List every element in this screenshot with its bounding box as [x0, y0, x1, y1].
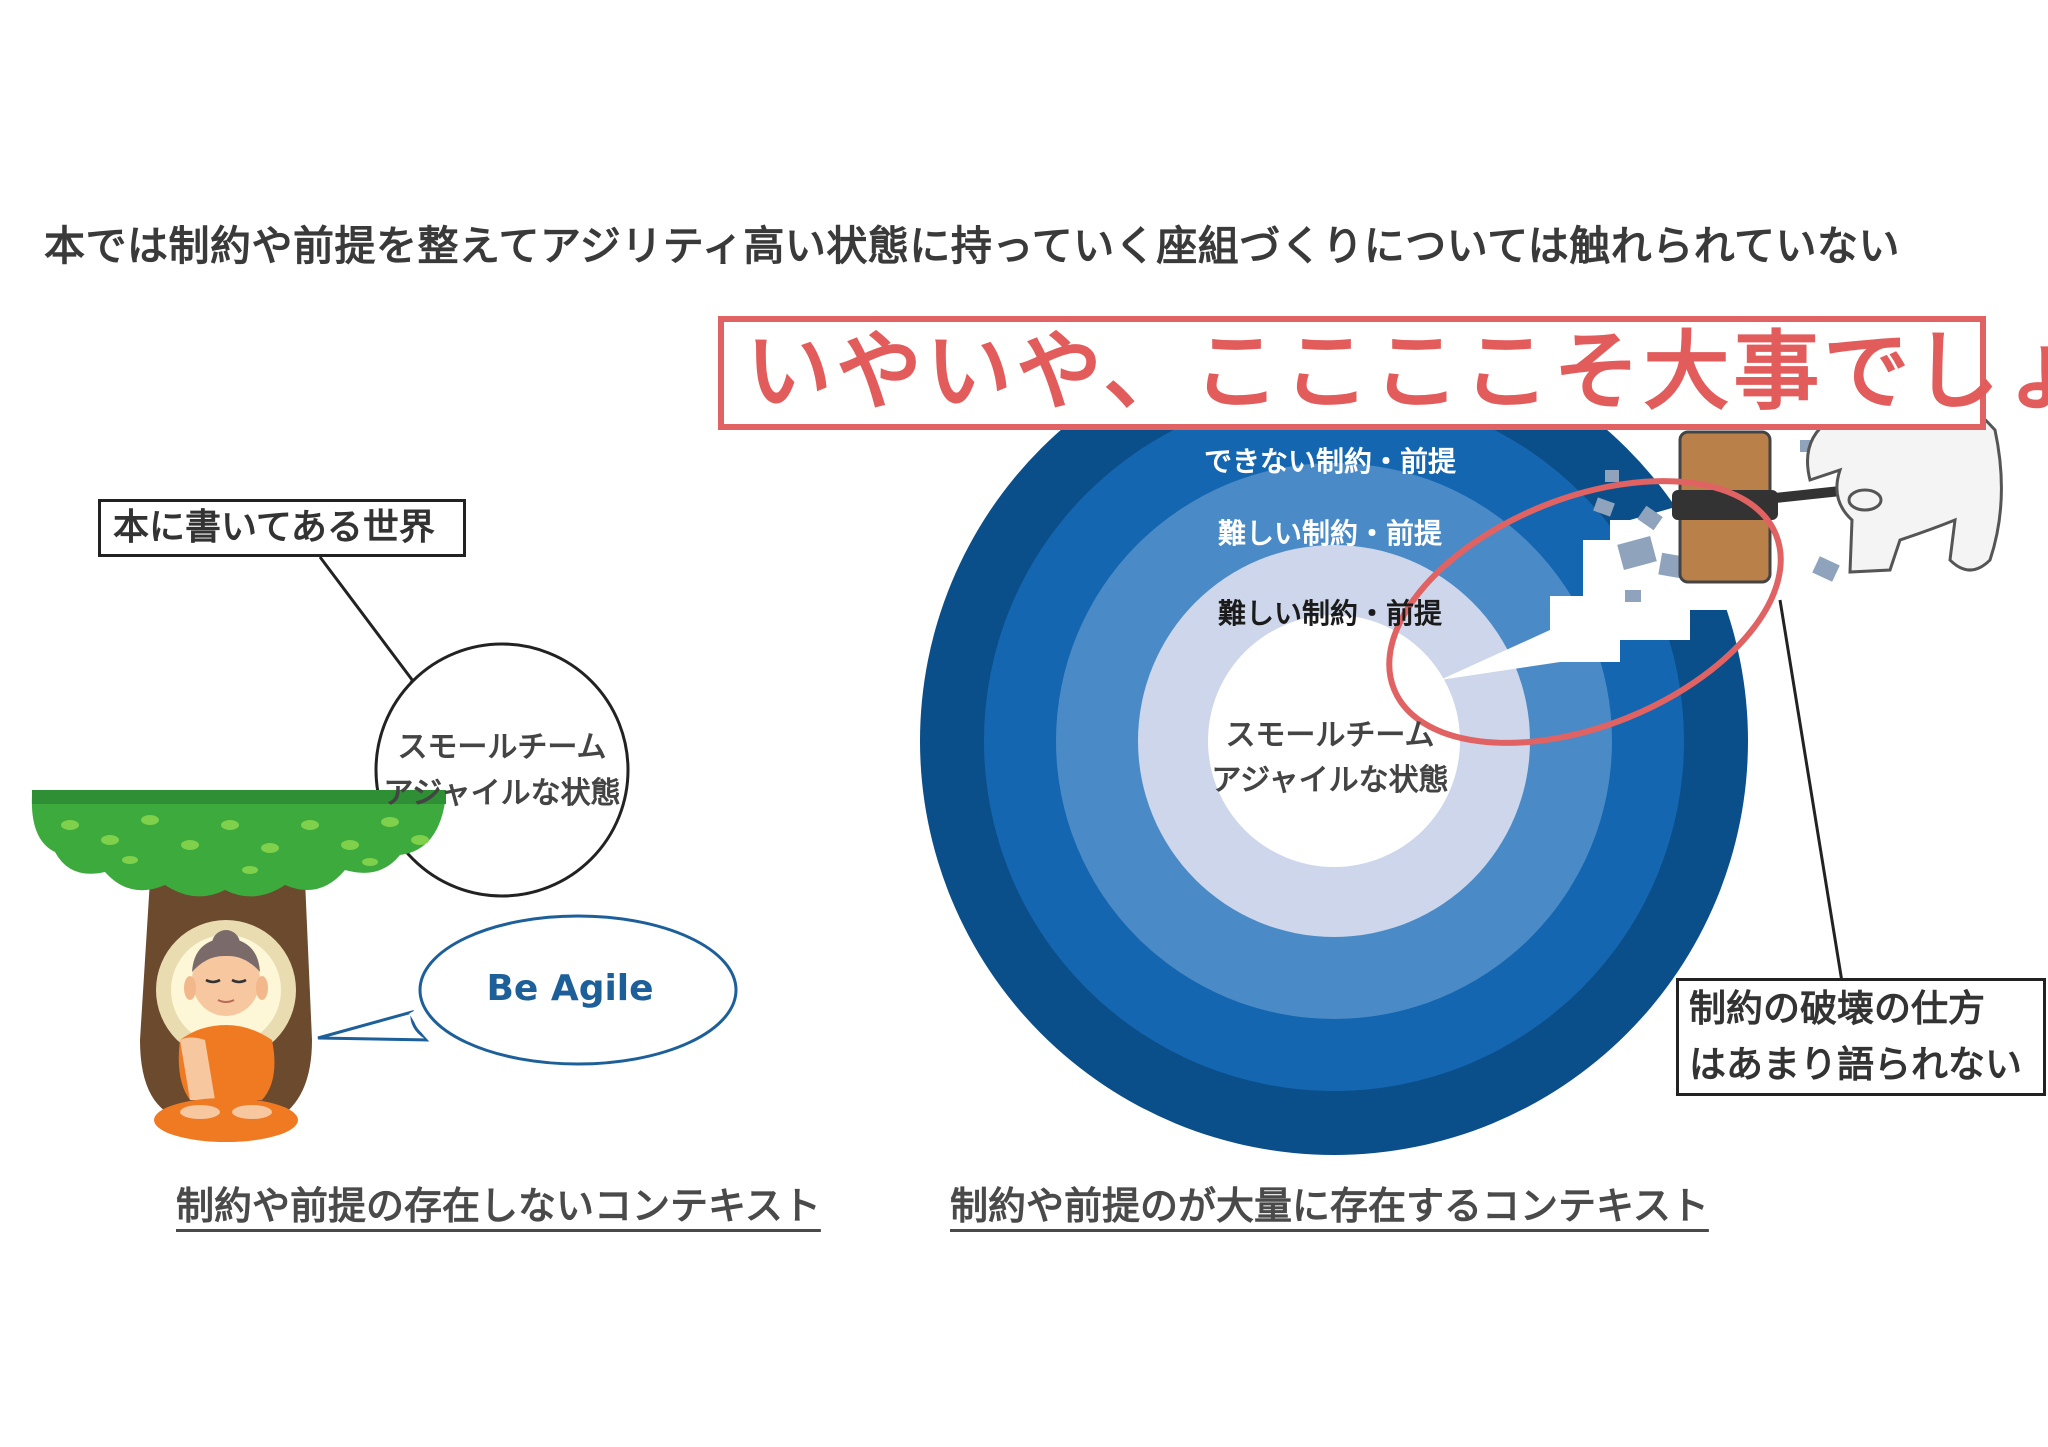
broken-notch — [1440, 500, 1740, 680]
destroy-method-label: 制約の破壊の仕方 はあまり語られない — [1676, 978, 2046, 1096]
thought-bubble — [374, 642, 630, 898]
destroy-connector-line — [1778, 599, 1844, 983]
constraint-rings — [920, 327, 1748, 1155]
book-world-label: 本に書いてある世界 — [98, 499, 466, 557]
thought-bubble-line2: アジャイルな状態 — [383, 776, 621, 811]
speech-bubble — [317, 914, 738, 1066]
destroy-label-line2: はあまり語られない — [1689, 1043, 2022, 1086]
ring-outer-label: できない制約・前提 — [1203, 445, 1456, 478]
left-context-caption: 制約や前提の存在しないコンテキスト — [176, 1184, 821, 1228]
be-agile-text: Be Agile — [486, 968, 654, 1009]
destroy-label-line1: 制約の破壊の仕方 — [1689, 987, 1985, 1030]
emphasis-callout: いやいや、ここここそ大事でしょ — [718, 316, 2048, 430]
core-label-line1: スモールチーム — [1225, 718, 1435, 753]
headline: 本では制約や前提を整えてアジリティ高い状態に持っていく座組づくりについては触れら… — [44, 222, 1901, 270]
rubble — [1593, 440, 1840, 602]
right-context-caption: 制約や前提のが大量に存在するコンテキスト — [950, 1184, 1709, 1228]
ring-inner-label: 難しい制約・前提 — [1217, 597, 1442, 630]
highlight-ellipse — [1386, 478, 1784, 746]
thought-bubble-line1: スモールチーム — [397, 730, 607, 765]
label-connector-line — [318, 556, 418, 686]
buddha-illustration — [154, 920, 298, 1142]
core-label-line2: アジャイルな状態 — [1211, 763, 1449, 798]
ring-middle-label: 難しい制約・前提 — [1217, 517, 1442, 550]
